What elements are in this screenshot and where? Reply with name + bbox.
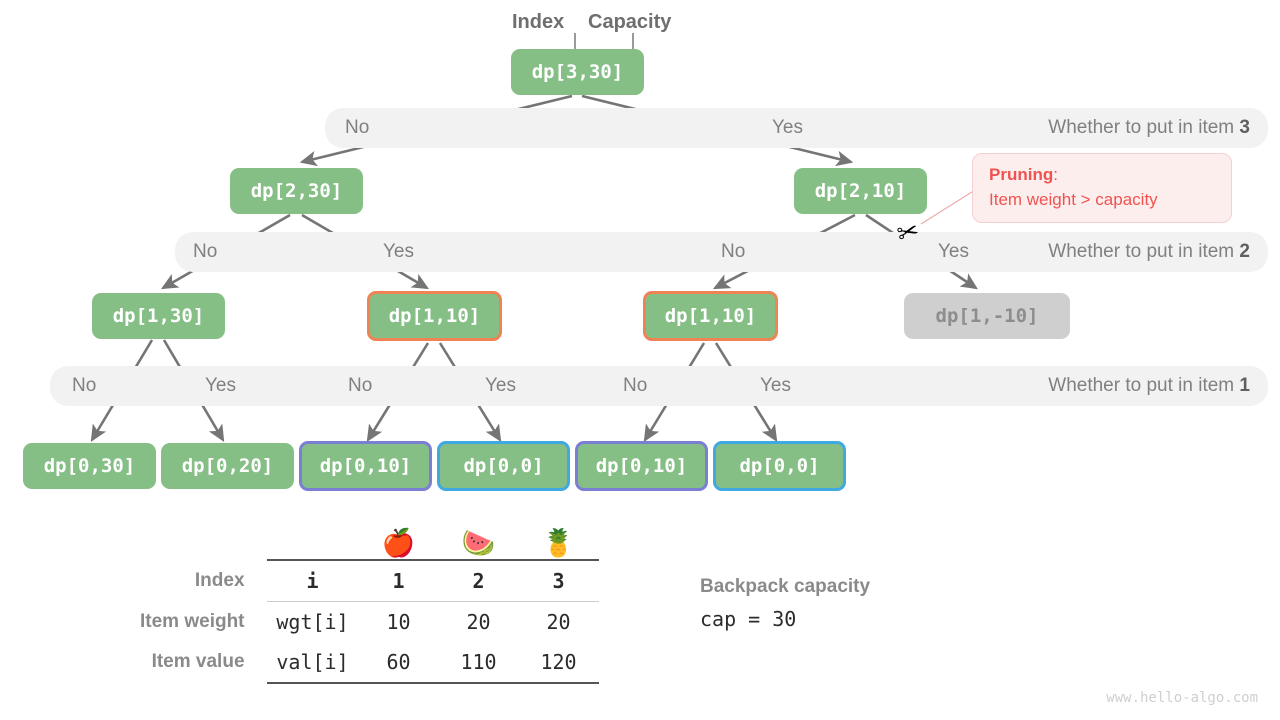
capacity-note-value: cap = 30	[700, 607, 797, 631]
weight-value-1: 10	[386, 610, 411, 634]
weight-value-2: 20	[466, 610, 491, 634]
table-emoji-row: 🍎 🍉 🍍	[140, 515, 599, 559]
band1-choice-no-1: No	[72, 375, 97, 396]
band2-question-text: Whether to put in item	[1048, 241, 1240, 262]
band1-question: Whether to put in item 1	[1048, 375, 1250, 397]
tree-node-dp-3-30[interactable]: dp[3,30]	[511, 49, 644, 95]
band2-choice-yes-1: Yes	[383, 241, 414, 262]
decision-band-item-3: No Yes Whether to put in item 3	[325, 108, 1268, 148]
band2-choice-yes-2: Yes	[938, 241, 969, 262]
capacity-note: Backpack capacity cap = 30	[700, 576, 870, 631]
value-value-3: 120	[540, 650, 577, 674]
band1-choice-no-2: No	[348, 375, 373, 396]
band2-question-item: 2	[1239, 241, 1250, 262]
band2-choice-no-1: No	[193, 241, 218, 262]
row-label-index: Index	[194, 570, 245, 591]
band1-choice-yes-2: Yes	[485, 375, 516, 396]
capacity-note-title: Backpack capacity	[700, 576, 871, 597]
item-icon-watermelon: 🍉	[461, 528, 496, 558]
item-icon-pineapple: 🍍	[541, 528, 576, 558]
table-rule-mid	[140, 601, 599, 602]
caption-index: Index	[512, 11, 565, 33]
decision-band-item-1: No Yes No Yes No Yes Whether to put in i…	[50, 366, 1268, 406]
band3-choice-yes: Yes	[772, 117, 803, 138]
band1-choice-no-3: No	[623, 375, 648, 396]
row-label-item-value: Item value	[151, 651, 245, 672]
table-rule-bottom	[140, 682, 599, 684]
caption-capacity: Capacity	[588, 11, 672, 33]
tree-node-dp-2-10[interactable]: dp[2,10]	[794, 168, 927, 214]
band3-question-item: 3	[1239, 117, 1250, 138]
pruning-detail: Item weight > capacity	[989, 189, 1158, 209]
leaf-node-dp-0-0-right[interactable]: dp[0,0]	[713, 441, 846, 491]
band3-question: Whether to put in item 3	[1048, 117, 1250, 139]
row-key-wgt: wgt[i]	[276, 610, 349, 634]
pruning-title-line: Pruning:	[989, 163, 1215, 188]
band1-choice-yes-1: Yes	[205, 375, 236, 396]
index-value-3: 3	[552, 569, 565, 593]
row-label-item-weight: Item weight	[140, 611, 245, 632]
weight-value-3: 20	[546, 610, 571, 634]
index-value-2: 2	[472, 569, 485, 593]
band2-choice-no-2: No	[721, 241, 746, 262]
leaf-node-dp-0-10-left[interactable]: dp[0,10]	[299, 441, 432, 491]
value-value-2: 110	[460, 650, 497, 674]
leaf-node-dp-0-0-left[interactable]: dp[0,0]	[437, 441, 570, 491]
table-rule-top	[140, 559, 599, 561]
table-row-weight: Item weight wgt[i] 10 20 20	[140, 602, 599, 642]
watermark: www.hello-algo.com	[1106, 690, 1258, 706]
leaf-node-dp-0-30[interactable]: dp[0,30]	[23, 443, 156, 489]
items-table: 🍎 🍉 🍍 Index i 1 2 3 Item weight w	[140, 515, 599, 684]
band2-question: Whether to put in item 2	[1048, 241, 1250, 263]
pruning-title: Pruning	[989, 165, 1054, 184]
item-icon-apple: 🍎	[381, 528, 416, 558]
band1-choice-yes-3: Yes	[760, 375, 791, 396]
tree-node-dp-1-30[interactable]: dp[1,30]	[92, 293, 225, 339]
row-key-val: val[i]	[276, 650, 349, 674]
band1-question-text: Whether to put in item	[1048, 375, 1240, 396]
band1-question-item: 1	[1239, 375, 1250, 396]
tree-node-dp-2-30[interactable]: dp[2,30]	[230, 168, 363, 214]
decision-band-item-2: No Yes No Yes Whether to put in item 2	[175, 232, 1268, 272]
band3-question-text: Whether to put in item	[1048, 117, 1240, 138]
row-key-index: i	[306, 569, 319, 593]
table-row-value: Item value val[i] 60 110 120	[140, 642, 599, 682]
tree-node-dp-1-neg10[interactable]: dp[1,-10]	[904, 293, 1070, 339]
leaf-node-dp-0-10-right[interactable]: dp[0,10]	[575, 441, 708, 491]
band3-choice-no: No	[345, 117, 370, 138]
value-value-1: 60	[386, 650, 411, 674]
pruning-colon: :	[1053, 165, 1058, 184]
tree-node-dp-1-10-left[interactable]: dp[1,10]	[367, 291, 502, 341]
tree-node-dp-1-10-right[interactable]: dp[1,10]	[643, 291, 778, 341]
pruning-leader-line	[920, 189, 976, 225]
index-value-1: 1	[392, 569, 405, 593]
leaf-node-dp-0-20[interactable]: dp[0,20]	[161, 443, 294, 489]
table-row-index: Index i 1 2 3	[140, 561, 599, 601]
pruning-callout: Pruning: Item weight > capacity	[972, 153, 1232, 224]
